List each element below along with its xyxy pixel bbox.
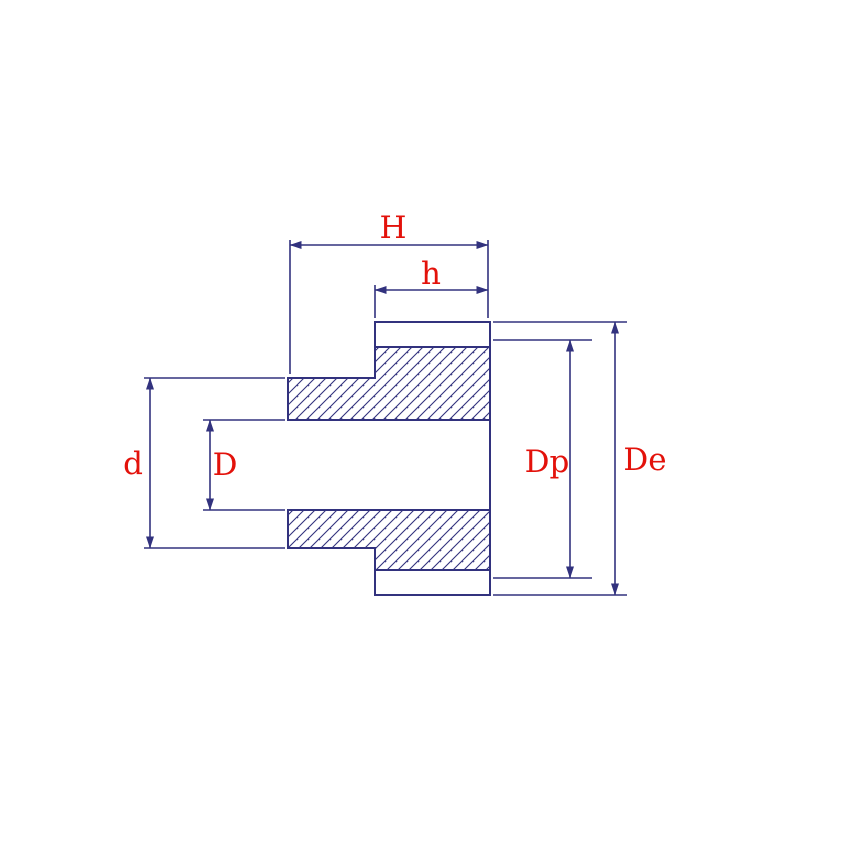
hatch-region-top xyxy=(288,347,490,420)
dimensions: H h d D Dp De xyxy=(123,210,667,596)
dim-label-d: d xyxy=(123,446,143,482)
dim-label-h: h xyxy=(421,256,441,292)
hatch-region-bottom xyxy=(288,510,490,570)
part-outline xyxy=(287,321,491,596)
dim-label-De: De xyxy=(623,442,666,478)
dim-label-Dp: Dp xyxy=(525,444,570,480)
dim-label-H: H xyxy=(379,210,406,246)
extension-lines xyxy=(144,240,627,596)
gear-section xyxy=(287,321,491,596)
dim-label-D: D xyxy=(213,447,238,483)
